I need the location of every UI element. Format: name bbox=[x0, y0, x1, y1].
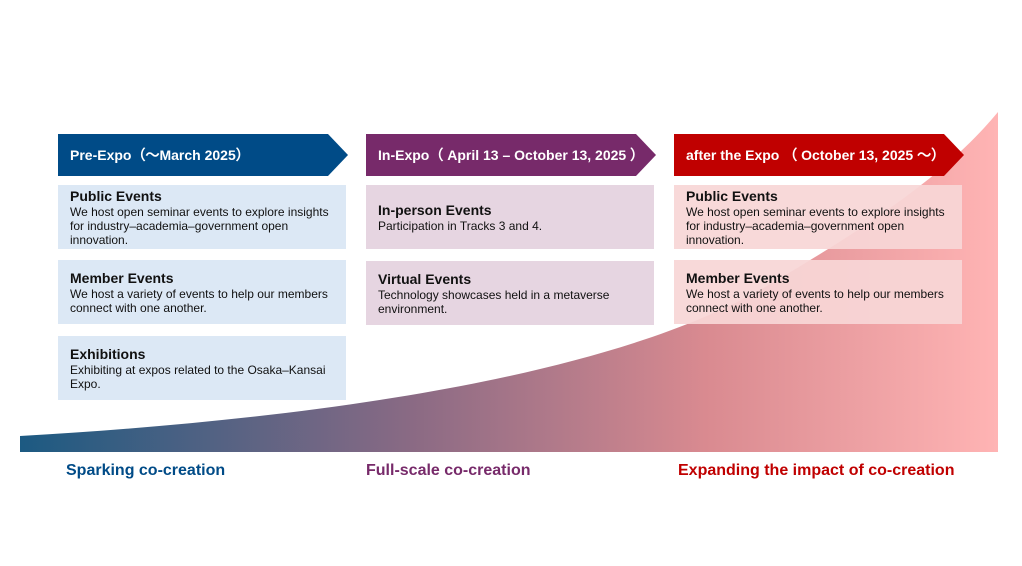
event-title: Public Events bbox=[70, 187, 162, 204]
event-desc: Technology showcases held in a metaverse… bbox=[378, 287, 610, 316]
phase-header-after-expo: after the Expo （ October 13, 2025 ～） bbox=[674, 134, 964, 176]
event-card: Public Events We host open seminar event… bbox=[58, 185, 346, 249]
event-title: Exhibitions bbox=[70, 345, 146, 362]
phase-header-pre-expo: Pre-Expo（～March 2025） bbox=[58, 134, 348, 176]
event-card: Exhibitions Exhibiting at expos related … bbox=[58, 336, 346, 400]
event-title: In-person Events bbox=[378, 201, 492, 218]
phase-label: Expanding the impact of co-creation bbox=[678, 462, 955, 479]
event-desc: We host a variety of events to help our … bbox=[686, 286, 944, 315]
event-desc: We host open seminar events to explore i… bbox=[686, 204, 945, 247]
event-desc: Exhibiting at expos related to the Osaka… bbox=[70, 362, 326, 391]
phase-label: Sparking co-creation bbox=[66, 462, 226, 479]
event-card: Member Events We host a variety of event… bbox=[674, 260, 962, 324]
event-title: Public Events bbox=[686, 187, 778, 204]
event-desc: We host a variety of events to help our … bbox=[70, 286, 328, 315]
event-title: Member Events bbox=[70, 269, 174, 286]
event-card: Member Events We host a variety of event… bbox=[58, 260, 346, 324]
phase-header-in-expo: In-Expo（ April 13 – October 13, 2025 ） bbox=[366, 134, 656, 176]
phase-label: Full-scale co-creation bbox=[366, 462, 531, 479]
event-card: Virtual Events Technology showcases held… bbox=[366, 261, 654, 325]
event-title: Virtual Events bbox=[378, 270, 472, 287]
event-desc: Participation in Tracks 3 and 4. bbox=[378, 218, 543, 233]
growth-area bbox=[20, 112, 998, 452]
event-title: Member Events bbox=[686, 269, 790, 286]
event-card: In-person Events Participation in Tracks… bbox=[366, 185, 654, 249]
event-desc: We host open seminar events to explore i… bbox=[70, 204, 329, 247]
event-card: Public Events We host open seminar event… bbox=[674, 185, 962, 249]
